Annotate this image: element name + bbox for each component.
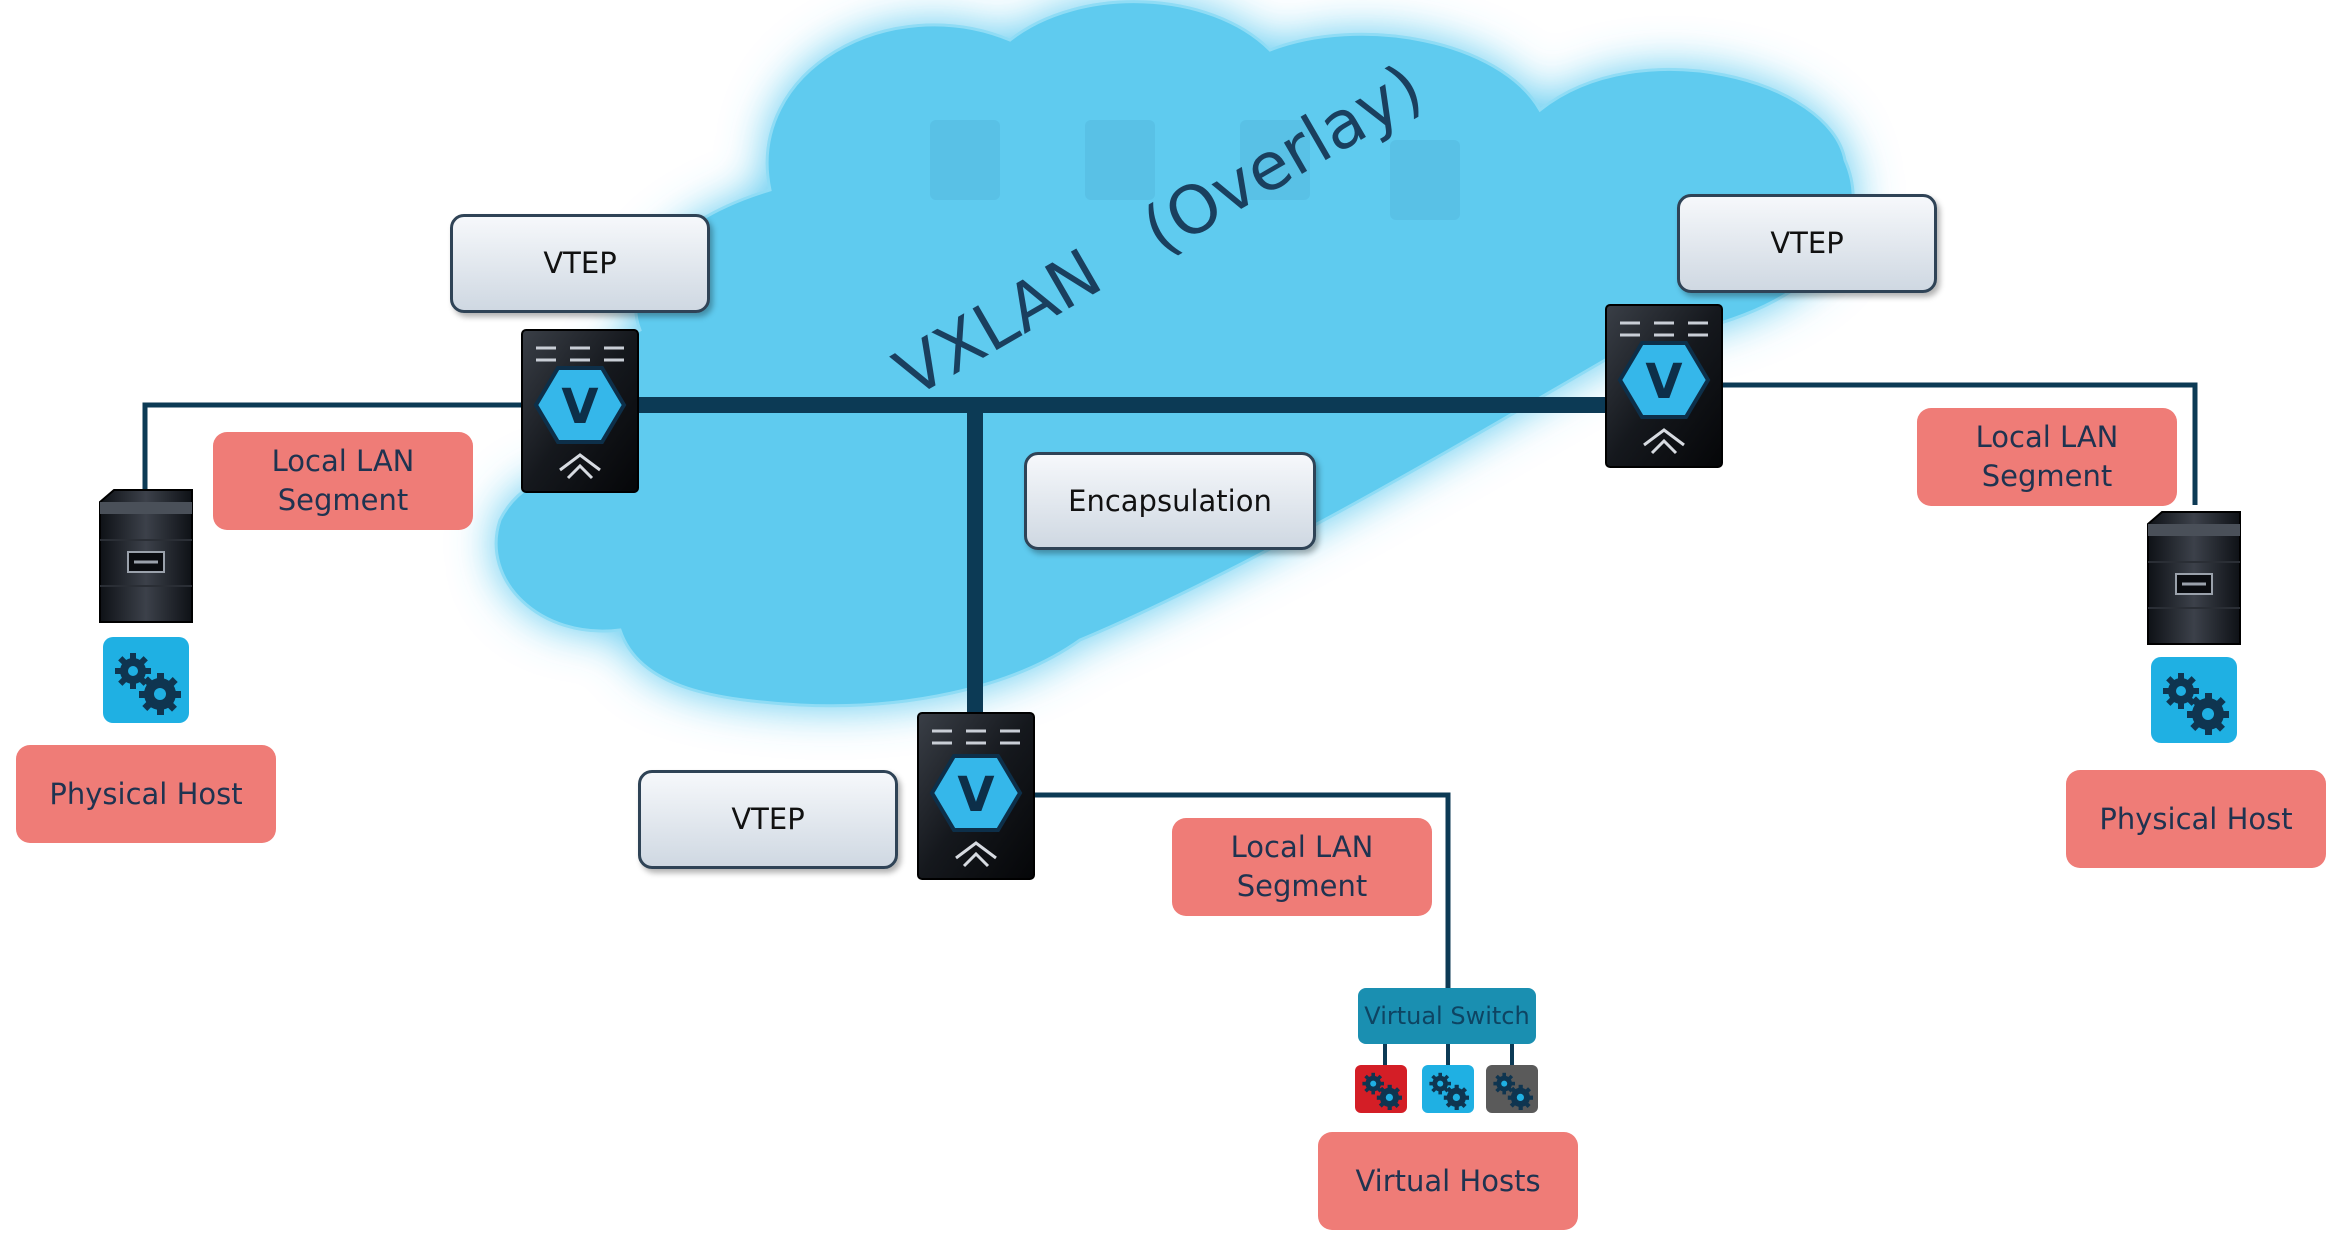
overlay-tunnel bbox=[620, 397, 1665, 765]
gears-icon bbox=[2151, 657, 2237, 743]
server-icon bbox=[99, 489, 193, 623]
vtep-switch-icon: V bbox=[917, 712, 1035, 880]
vm-connectors bbox=[1383, 1040, 1514, 1068]
svg-text:V: V bbox=[561, 379, 598, 435]
lan-segment-bottom: Local LAN Segment bbox=[1172, 818, 1432, 916]
cloud-texture bbox=[930, 120, 1460, 220]
svg-text:V: V bbox=[1645, 354, 1682, 410]
local-lan-lines bbox=[142, 382, 2198, 990]
vtep-label-left: VTEP bbox=[450, 214, 710, 313]
encapsulation-label: Encapsulation bbox=[1024, 452, 1316, 550]
server-icon bbox=[2147, 511, 2241, 645]
svg-text:V: V bbox=[957, 767, 994, 823]
vtep-switch-icon: V bbox=[521, 329, 639, 493]
virtual-hosts-label: Virtual Hosts bbox=[1318, 1132, 1578, 1230]
vtep-label-right: VTEP bbox=[1677, 194, 1937, 293]
physical-host-right: Physical Host bbox=[2066, 770, 2326, 868]
lan-segment-left: Local LAN Segment bbox=[213, 432, 473, 530]
vtep-switch-icon: V bbox=[1605, 304, 1723, 468]
vm-red-icon bbox=[1355, 1065, 1407, 1113]
vm-gray-icon bbox=[1486, 1065, 1538, 1113]
vm-blue-icon bbox=[1422, 1065, 1474, 1113]
virtual-switch: Virtual Switch bbox=[1358, 988, 1536, 1044]
gears-icon bbox=[103, 637, 189, 723]
lan-segment-right: Local LAN Segment bbox=[1917, 408, 2177, 506]
physical-host-left: Physical Host bbox=[16, 745, 276, 843]
vtep-label-bottom: VTEP bbox=[638, 770, 898, 869]
